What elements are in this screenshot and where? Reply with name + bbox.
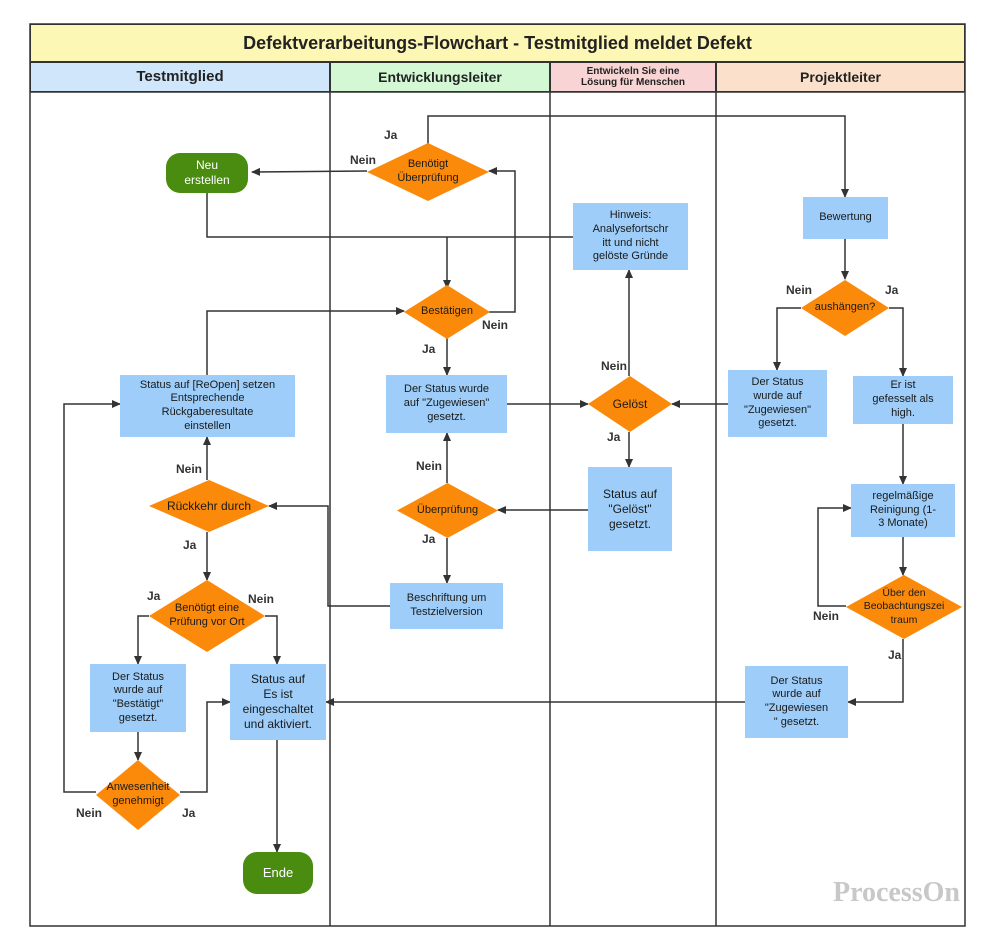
edge-label-ja: Ja: [885, 283, 899, 297]
edge-label-ja: Ja: [888, 648, 902, 662]
node-aushaengen: aushängen?: [801, 280, 889, 336]
edge-bestaetigen-nein: [488, 167, 516, 313]
node-aushaengen-label: aushängen?: [814, 301, 876, 314]
edge-label-nein: Nein: [248, 592, 275, 606]
node-status-reopen: Status auf [ReOpen] setzen Entsprechende…: [120, 375, 295, 437]
node-reinigung: regelmäßige Reinigung (1- 3 Monate): [851, 484, 955, 537]
edge-anwesenheit-nein: [63, 400, 121, 793]
node-hinweis: Hinweis: Analysefortschr itt und nicht g…: [573, 203, 688, 270]
node-status-zugewiesen-pm: Der Status wurde auf "Zugewiesen" gesetz…: [728, 370, 827, 437]
edge-label-ja: Ja: [422, 342, 436, 356]
lane-header-projektleiter: Projektleiter: [716, 62, 965, 92]
node-pruefung-vor-ort-label: Benötigt eine Prüfung vor Ort: [169, 602, 245, 628]
node-status-bestaetigt: Der Status wurde auf "Bestätigt" gesetzt…: [90, 664, 186, 732]
edge-beschriftung-to-rueckkehr: [268, 502, 390, 607]
node-anwesenheit-label: Anwesenheit genehmigt: [106, 781, 170, 807]
edge-label-ja: Ja: [147, 589, 161, 603]
edge-label-nein: Nein: [786, 283, 813, 297]
edge-anwesenheit-ja: [180, 698, 231, 793]
edge-aushaengen-nein: [773, 307, 801, 371]
node-bestaetigen-label: Bestätigen: [421, 305, 473, 318]
edge-label-ja: Ja: [183, 538, 197, 552]
node-beschriftung: Beschriftung um Testzielversion: [390, 583, 503, 629]
edge-ja-to-bewertung: [427, 115, 849, 198]
node-pruefung-vor-ort: Benötigt eine Prüfung vor Ort: [149, 580, 265, 652]
edge-nein-to-neu-erstellen: [251, 167, 368, 176]
edge-label-nein: Nein: [482, 318, 509, 332]
edge-neu-erstellen-line: [206, 192, 573, 238]
node-bestaetigen: Bestätigen: [404, 285, 490, 339]
node-bewertung: Bewertung: [803, 197, 888, 239]
node-status-zugewiesen-final: Der Status wurde auf "Zugewiesen " geset…: [745, 666, 848, 738]
node-beobachtung: Über den Beobachtungszei traum: [846, 575, 962, 639]
edge-reopen-to-bestaetigen: [206, 307, 405, 375]
edge-label-ja: Ja: [422, 532, 436, 546]
chart-title: Defektverarbeitungs-Flowchart - Testmitg…: [30, 24, 965, 62]
node-rueckkehr-label: Rückkehr durch: [166, 498, 252, 513]
node-ende: Ende: [243, 852, 313, 894]
edge-label-ja: Ja: [182, 806, 196, 820]
edge-label-nein: Nein: [416, 459, 443, 473]
edge-label-nein: Nein: [601, 359, 628, 373]
node-neu-erstellen: Neu erstellen: [166, 153, 248, 193]
node-anwesenheit: Anwesenheit genehmigt: [96, 760, 180, 830]
node-status-zugewiesen-dev: Der Status wurde auf "Zugewiesen" gesetz…: [386, 375, 507, 433]
edge-beobachtung-ja: [847, 639, 904, 706]
node-rueckkehr: Rückkehr durch: [149, 480, 269, 532]
node-aktiviert: Status auf Es ist eingeschaltet und akti…: [230, 664, 326, 740]
lane-header-testmitglied: Testmitglied: [30, 62, 330, 92]
edge-pruefung-ja: [134, 615, 149, 665]
node-gefesselt: Er ist gefesselt als high.: [853, 376, 953, 424]
edge-label-nein: Nein: [813, 609, 840, 623]
edge-pruefung-nein: [265, 615, 281, 665]
edge-beobachtung-nein: [817, 504, 852, 607]
edge-label-nein: Nein: [76, 806, 103, 820]
node-benoetigt-ueberpruefung: Benötigt Überprüfung: [367, 143, 489, 201]
edge-label-ja: Ja: [607, 430, 621, 444]
node-status-geloest: Status auf "Gelöst" gesetzt.: [588, 467, 672, 551]
node-ueberpruefung-label: Überprüfung: [416, 503, 479, 516]
node-beobachtung-label: Über den Beobachtungszei traum: [863, 587, 945, 626]
lane-header-loesung: Entwickeln Sie eine Lösung für Menschen: [550, 62, 716, 92]
edge-label-nein: Nein: [176, 462, 203, 476]
node-benoetigt-ueberpruefung-label: Benötigt Überprüfung: [397, 158, 459, 184]
edge-label-ja: Ja: [384, 128, 398, 142]
lane-header-entwicklungsleiter: Entwicklungsleiter: [330, 62, 550, 92]
node-geloest: Gelöst: [588, 376, 672, 432]
edge-label-nein: Nein: [350, 153, 377, 167]
watermark-logo: ProcessOn: [832, 877, 960, 908]
edge-aushaengen-ja: [889, 307, 907, 377]
node-ueberpruefung: Überprüfung: [397, 483, 498, 538]
node-geloest-label: Gelöst: [612, 396, 648, 411]
